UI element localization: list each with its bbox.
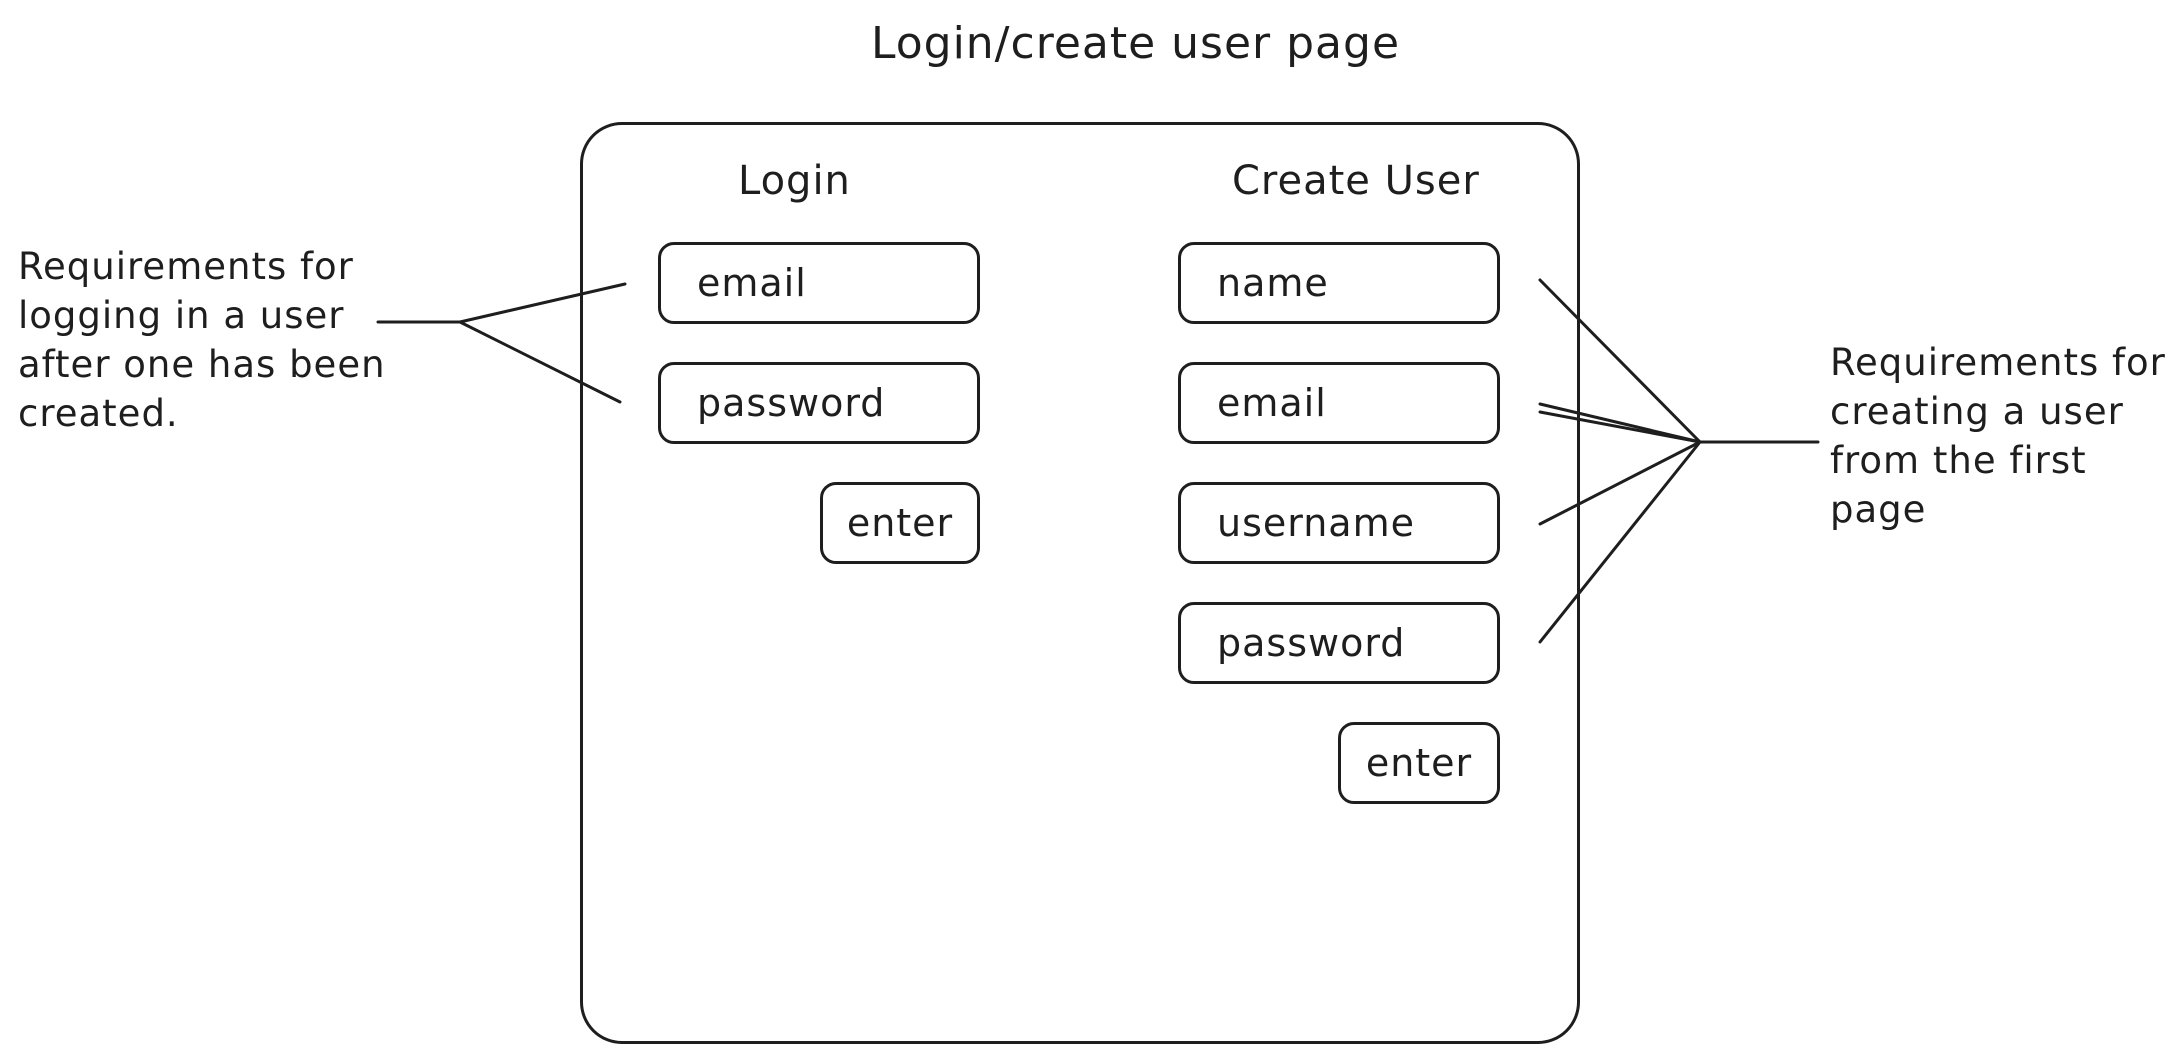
create-password-field[interactable]: password (1178, 602, 1500, 684)
create-annotation-line: page (1830, 488, 1927, 531)
create-annotation-line: from the first (1830, 439, 2087, 482)
login-enter-label: enter (846, 501, 954, 545)
create-name-field[interactable]: name (1178, 242, 1500, 324)
create-email-field[interactable]: email (1178, 362, 1500, 444)
create-enter-button[interactable]: enter (1338, 722, 1500, 804)
create-user-heading: Create User (1232, 158, 1480, 204)
login-email-label: email (697, 261, 807, 305)
left-connector-to-email (458, 282, 627, 324)
right-connector-to-name (1538, 278, 1702, 444)
login-annotation-line: after one has been (18, 343, 386, 386)
create-annotation-line: Requirements for (1830, 341, 2166, 384)
login-annotation-line: Requirements for (18, 245, 354, 288)
login-password-field[interactable]: password (658, 362, 980, 444)
right-connector-to-email-2 (1538, 410, 1702, 444)
login-heading: Login (738, 158, 851, 204)
right-connector-to-username (1538, 440, 1702, 526)
create-username-field[interactable]: username (1178, 482, 1500, 564)
left-connector-to-password (458, 320, 622, 404)
create-email-label: email (1217, 381, 1327, 425)
login-password-label: password (697, 381, 886, 425)
login-annotation-line: created. (18, 392, 179, 435)
page-title: Login/create user page (870, 18, 1401, 69)
login-enter-button[interactable]: enter (820, 482, 980, 564)
create-annotation-line: creating a user (1830, 390, 2124, 433)
login-annotation: Requirements for logging in a user after… (18, 242, 386, 438)
right-connector-to-password (1538, 440, 1702, 644)
login-email-field[interactable]: email (658, 242, 980, 324)
page-frame (580, 122, 1580, 1044)
login-annotation-line: logging in a user (18, 294, 345, 337)
create-name-label: name (1217, 261, 1329, 305)
create-enter-label: enter (1365, 741, 1473, 785)
create-username-label: username (1217, 501, 1415, 545)
create-user-annotation: Requirements for creating a user from th… (1830, 338, 2166, 534)
create-password-label: password (1217, 621, 1406, 665)
